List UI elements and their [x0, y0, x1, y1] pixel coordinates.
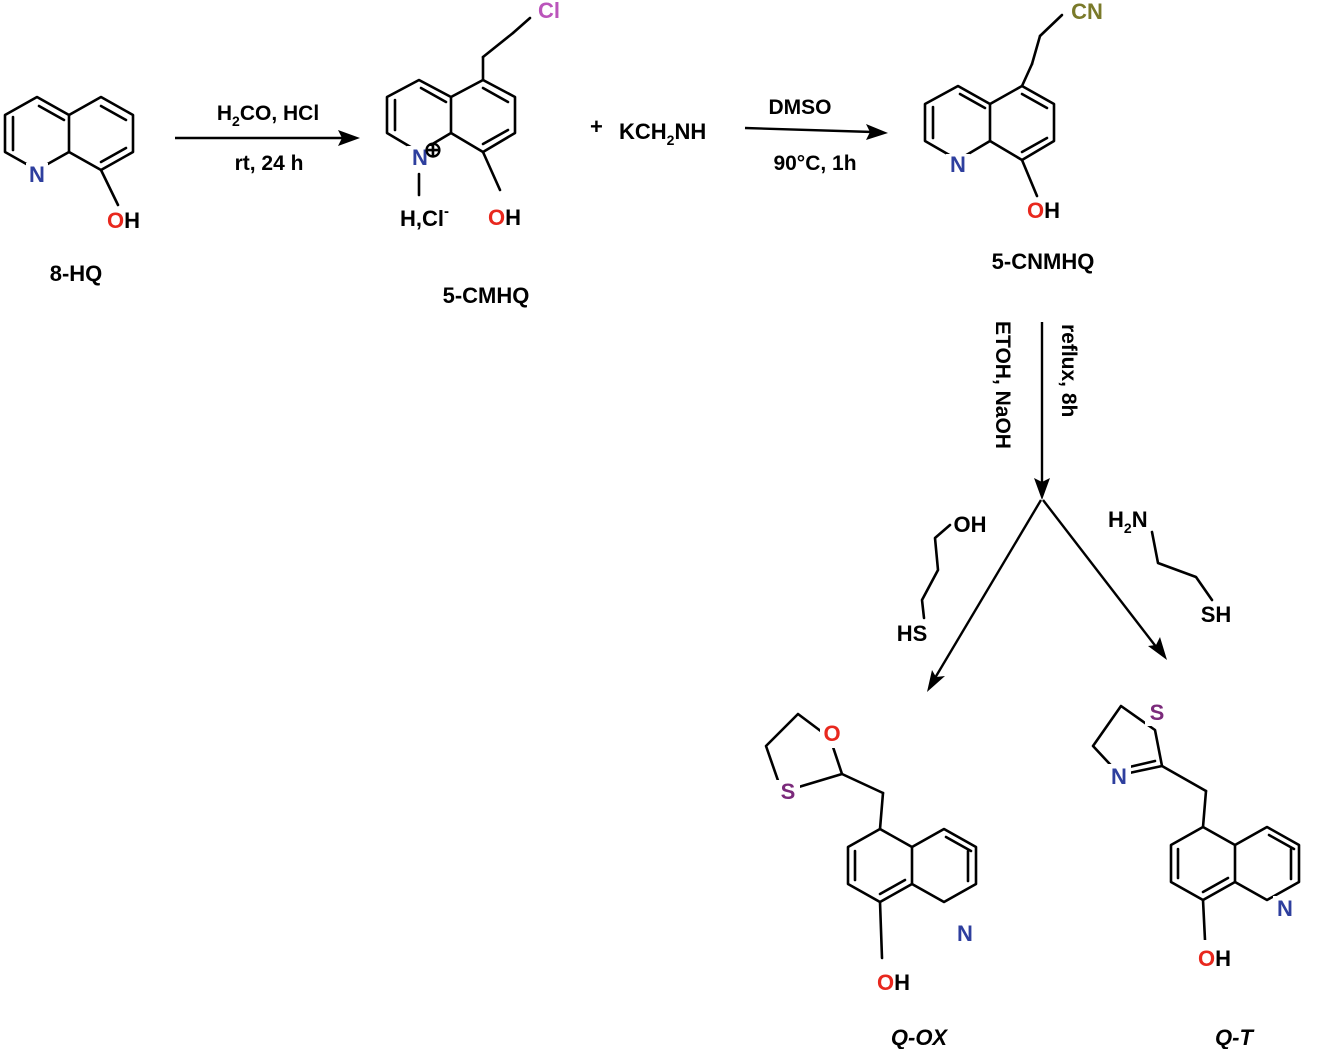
q-t-quinoline [1160, 764, 1301, 942]
nitrogen-atom: N [29, 162, 45, 187]
branch-arrow-left [933, 499, 1043, 679]
oxygen-atom: O [488, 205, 505, 230]
hydrogen-atom: H [1044, 198, 1060, 223]
oxygen-atom: O [107, 208, 124, 233]
step-2-conditions: 90°C, 1h [773, 152, 856, 175]
reagent-mercaptoethanol: OH HS [897, 512, 987, 646]
reagent-kch2nh: + KCH2NH [590, 114, 706, 148]
compound-5-cnmhq: N CN OH 5-CNMHQ [923, 0, 1103, 274]
compound-8-hq: N OH 8-HQ [3, 95, 140, 286]
arrowhead-icon [1034, 478, 1050, 500]
step-2-reagents: DMSO [769, 96, 832, 119]
branch-arrow-right [1042, 499, 1158, 649]
amine-group: H2N [1108, 507, 1148, 536]
arrowhead-icon [338, 130, 360, 146]
thiol-group: HS [897, 621, 928, 646]
hydroxyl-group: OH [1198, 946, 1231, 971]
compound-5-cmhq: N ⊕ Cl H,Cl- OH 5-CMHQ [385, 0, 560, 308]
reaction-step-2: DMSO 90°C, 1h [744, 96, 888, 175]
compound-q-ox: O S N OH Q-OX [764, 712, 978, 1049]
step-3-reagents: ETOH, NaOH [991, 321, 1014, 449]
nitrogen-atom: N [957, 921, 973, 946]
cyano-group: CN [1071, 0, 1103, 24]
hydroxyl-group: OH [107, 208, 140, 233]
hydrogen-atom: H [1215, 946, 1231, 971]
step-1-conditions: rt, 24 h [235, 152, 304, 175]
thiol-group: SH [1201, 602, 1232, 627]
step-1-reagents: H2CO, HCl [217, 102, 319, 129]
compound-label: 5-CNMHQ [992, 249, 1095, 274]
nitrogen-atom: N [1277, 896, 1293, 921]
compound-q-t: S N N OH Q-T [1215, 1025, 1254, 1049]
reagent-formula: KCH2NH [619, 119, 706, 148]
sulfur-atom: S [1150, 700, 1165, 725]
nitrogen-atom: N [412, 145, 428, 170]
hydrochloride-counterion: H,Cl- [400, 203, 449, 231]
hydrogen-atom: H [894, 970, 910, 995]
quinoline-skeleton [840, 772, 978, 960]
sulfur-atom: S [781, 779, 796, 804]
hydrogen-atom: H [505, 205, 521, 230]
oxygen-atom: O [1198, 946, 1215, 971]
arrowhead-icon [927, 670, 945, 692]
ring-nitrogen-atom: N [1111, 764, 1127, 789]
oxygen-atom: O [823, 721, 840, 746]
hydroxyl-group: OH [954, 512, 987, 537]
quinoline-skeleton [923, 13, 1064, 198]
oxygen-atom: O [877, 970, 894, 995]
arrowhead-icon [1148, 637, 1167, 660]
reaction-step-1: H2CO, HCl rt, 24 h [175, 102, 360, 175]
reaction-step-3: ETOH, NaOH reflux, 8h [927, 321, 1167, 692]
hydroxyl-group: OH [1027, 198, 1060, 223]
hydroxyl-group: OH [877, 970, 910, 995]
step-3-conditions: reflux, 8h [1057, 324, 1080, 417]
reaction-arrow [744, 126, 874, 134]
plus-sign: + [590, 114, 603, 139]
hydrogen-atom: H [124, 208, 140, 233]
hydroxyl-group: OH [488, 205, 521, 230]
oxygen-atom: O [1027, 198, 1044, 223]
quinoline-skeleton [3, 95, 135, 207]
reagent-cysteamine: H2N SH [1108, 507, 1231, 627]
compound-label: 8-HQ [50, 261, 103, 286]
compound-label: 5-CMHQ [443, 283, 530, 308]
compound-label: Q-T [1215, 1025, 1254, 1049]
chlorine-atom: Cl [538, 0, 560, 23]
positive-charge-icon: ⊕ [424, 137, 442, 162]
compound-label: Q-OX [891, 1025, 949, 1049]
quinoline-skeleton [385, 16, 532, 197]
nitrogen-atom: N [950, 152, 966, 177]
arrowhead-icon [866, 124, 888, 140]
